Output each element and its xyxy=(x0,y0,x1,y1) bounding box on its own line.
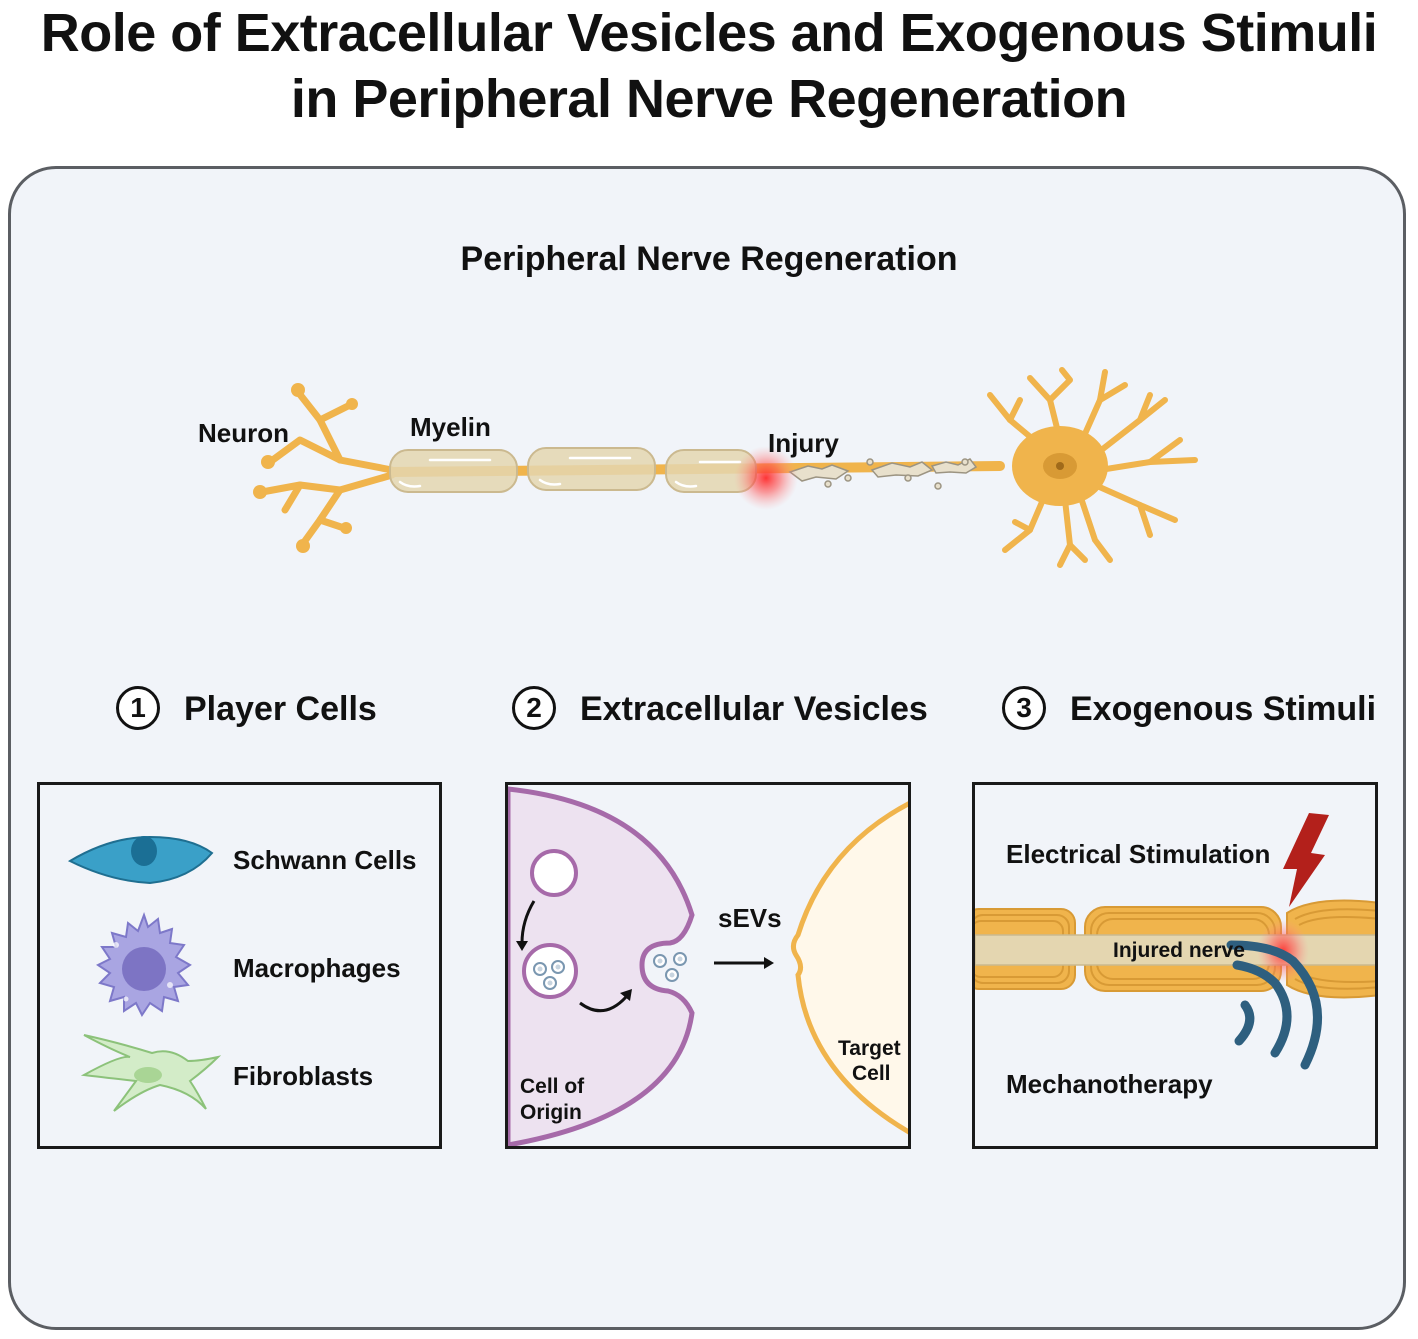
cell-of-origin-label-1: Cell of xyxy=(520,1075,585,1098)
macrophages-label: Macrophages xyxy=(233,953,401,983)
nerve-section-heading: Peripheral Nerve Regeneration xyxy=(460,240,958,278)
arrow-icons xyxy=(520,900,764,1013)
schwann-cell-icon xyxy=(67,835,214,885)
section-number-3: 3 xyxy=(1002,686,1046,730)
schwann-cells-label: Schwann Cells xyxy=(233,845,417,875)
myelinated-nerve-icon xyxy=(975,899,1375,999)
injury-glow-icon xyxy=(734,446,798,510)
figure-title-line-1: Role of Extracellular Vesicles and Exoge… xyxy=(40,3,1378,63)
player-cells-box: Schwann Cells Macrophages Fibroblasts xyxy=(37,782,442,1149)
neuron-label: Neuron xyxy=(198,418,289,448)
neuron-diagram xyxy=(253,367,1198,568)
injured-nerve-label: Injured nerve xyxy=(1113,939,1245,962)
myelin-label: Myelin xyxy=(410,412,491,442)
vibration-waves-icon xyxy=(1226,940,1322,1070)
figure-title-line-2: in Peripheral Nerve Regeneration xyxy=(290,69,1128,129)
target-cell-label-1: Target xyxy=(838,1037,901,1060)
section-title-exogenous-stimuli: Exogenous Stimuli xyxy=(1070,690,1377,728)
section-title-player-cells: Player Cells xyxy=(184,690,377,728)
macrophage-icon xyxy=(96,912,192,1017)
section-number-1: 1 xyxy=(116,686,160,730)
section-title-extracellular-vesicles: Extracellular Vesicles xyxy=(580,690,928,728)
stimuli-box: Electrical Stimulation Injured nerve Mec… xyxy=(972,782,1378,1149)
lightning-bolt-icon xyxy=(1283,813,1329,907)
myelin-sheath-icon xyxy=(389,447,757,493)
target-cell-label-2: Cell xyxy=(852,1062,891,1085)
fibroblasts-label: Fibroblasts xyxy=(233,1061,374,1091)
fibroblast-icon xyxy=(80,1034,222,1112)
mechanotherapy-label: Mechanotherapy xyxy=(1006,1069,1213,1099)
electrical-stimulation-label: Electrical Stimulation xyxy=(1006,839,1271,869)
target-cell-icon xyxy=(790,801,908,1135)
section-number-2: 2 xyxy=(512,686,556,730)
sevs-label: sEVs xyxy=(718,903,782,933)
cell-of-origin-label-2: Origin xyxy=(520,1101,582,1124)
injury-label: Injury xyxy=(768,428,839,458)
degenerated-axon-fragments xyxy=(788,458,978,490)
vesicles-box: sEVs Cell of Origin Target Cell xyxy=(505,782,911,1149)
